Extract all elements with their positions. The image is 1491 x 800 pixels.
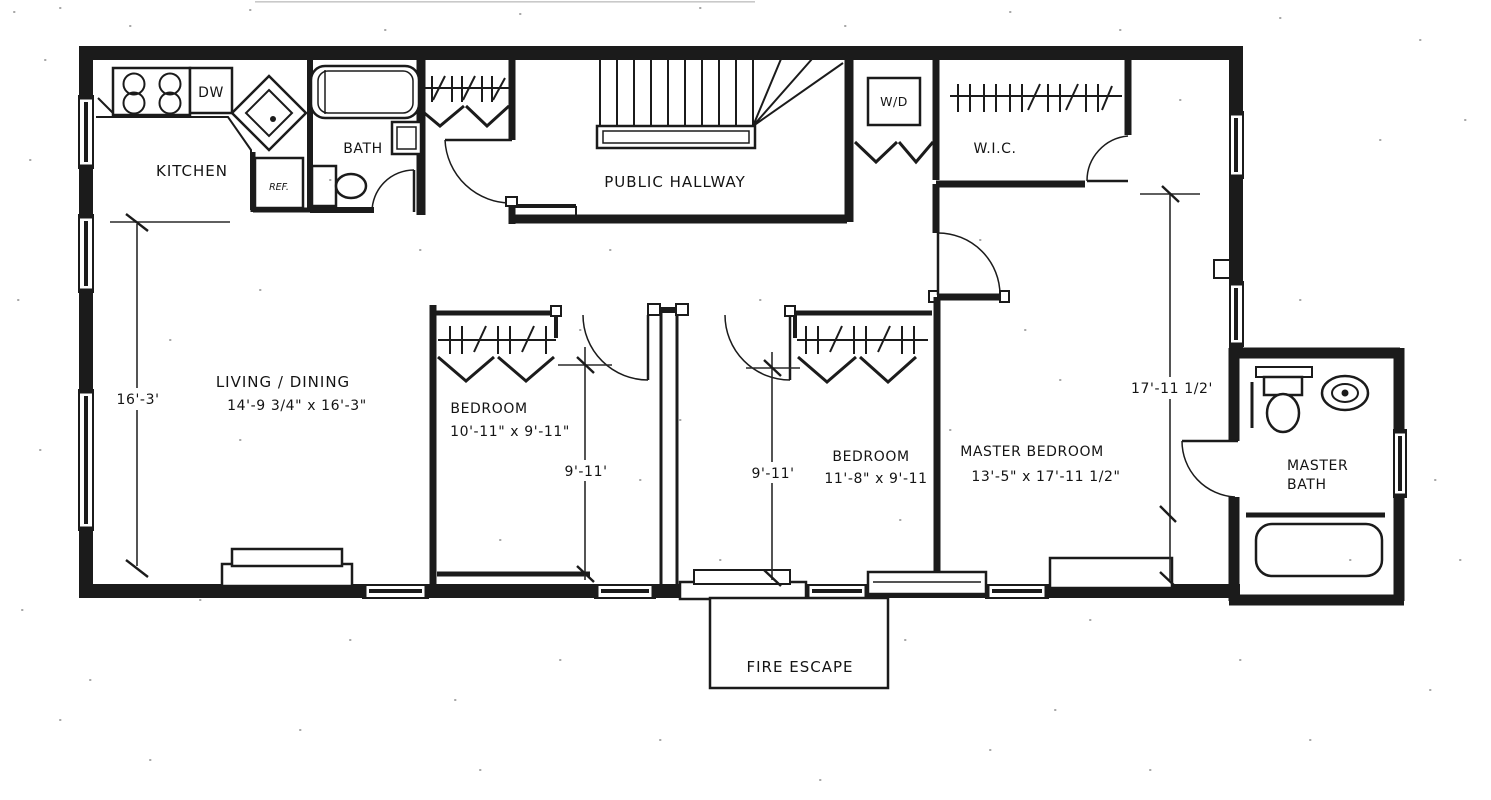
burner [158,91,182,115]
stair-handrail-inner [602,130,750,144]
wic-label: W.I.C. [973,141,1016,157]
burner [122,72,146,96]
doors [371,135,1238,498]
window [594,584,656,599]
bifold-doors [415,104,511,129]
fire-escape-label: FIRE ESCAPE [747,658,854,676]
window [78,214,94,293]
master-bathtub [1254,522,1384,578]
bifold-doors [853,140,935,165]
master-bath-door [1181,439,1238,498]
wic-closet-rod [950,83,1122,112]
kitchen-label: KITCHEN [156,162,228,180]
windows [78,95,1407,599]
window [78,389,94,531]
stair-treads [599,59,754,126]
wall-jamb [999,290,1010,303]
dim-master-bedroom-height: 17'-11 1/2' [1120,185,1224,589]
window [1229,281,1244,347]
burner [158,72,182,96]
dim-living-dining-height: 16'-3' [104,213,230,578]
bifold-doors [797,355,917,385]
wall-jamb [550,305,562,317]
kitchen-fixtures [96,66,308,210]
staircase [595,58,844,150]
radiator-enclosure [1048,556,1174,590]
dim-bedroom-2-label: 9'-11' [751,466,794,482]
wall-bump [1213,259,1231,279]
hangers [957,83,1113,112]
entry-door [444,138,518,207]
window [1229,111,1244,179]
window [362,584,429,599]
washer-dryer-unit [866,76,922,127]
fire-escape-platform [708,596,890,690]
scan-speckle [13,7,1467,781]
wic-door [1086,135,1129,183]
bath-label: BATH [343,141,383,157]
master-bath-label-line-2: BATH [1287,477,1327,493]
bedroom-2-closet [797,325,928,385]
stair-winders [752,58,844,127]
scan-edge-artifact [255,1,755,3]
refrigerator-label: REF. [269,182,289,193]
dishwasher-label: DW [198,85,224,101]
dim-bedroom-1-label: 9'-11' [564,464,607,480]
bathtub [309,64,421,120]
hall-closet [415,75,511,129]
refrigerator [253,156,305,210]
bath-fixtures [309,64,423,208]
bedroom-2-size: 11'-8" x 9'-11 [824,471,927,487]
burner [122,91,146,115]
window [985,584,1049,599]
master-bedroom-door [936,232,1001,296]
bottom-features [220,547,1174,690]
bedroom-2-label: BEDROOM [832,449,909,465]
bifold-doors [437,355,555,383]
stair-handrail [595,124,757,150]
living-room-bay [220,562,354,588]
dim-master-bedroom-label: 17'-11 1/2' [1131,381,1213,397]
toilet [310,164,368,208]
wall-jamb [675,303,689,316]
window [805,584,869,599]
public-hallway-label: PUBLIC HALLWAY [604,173,746,191]
bedroom-1-label: BEDROOM [450,401,527,417]
living-room-bay-step [230,547,344,568]
master-bedroom-size: 13'-5" x 17'-11 1/2" [971,469,1120,485]
window-sill [866,570,988,596]
dimension-lines: 16'-3' 9'-11' 9'-11' 17'-11 1/2' [104,185,1224,589]
living-dining-size: 14'-9 3/4" x 16'-3" [227,398,367,414]
washer-dryer-label: W/D [880,94,908,109]
dim-bedroom-2-height: 9'-11' [743,352,803,587]
master-bedroom-label: MASTER BEDROOM [960,444,1104,460]
hangers [421,75,506,102]
bedroom-1-size: 10'-11" x 9'-11" [450,424,570,440]
vanity-shelf [1255,366,1313,378]
window [78,95,94,169]
round-sink [1320,374,1370,412]
bedroom-1-closet [437,325,556,383]
washer-dryer-closet [853,76,935,165]
closets [415,75,1122,385]
wall-jamb [784,305,796,317]
bedroom-2-door [724,314,792,381]
hangers [805,325,915,354]
toilet [1262,375,1304,434]
hangers [449,325,547,354]
master-bath-fixtures [1250,366,1384,578]
dishwasher [188,66,234,115]
dim-bedroom-1-height: 9'-11' [556,347,616,583]
bath-door [371,169,416,213]
room-labels: KITCHEN BATH DW REF. PUBLIC HALLWAY W/D … [156,85,1348,676]
bedroom-1-door [582,314,650,381]
kitchen-sink [230,74,308,152]
dim-living-dining-label: 16'-3' [116,392,159,408]
window [1393,429,1407,498]
master-bath-label-line-1: MASTER [1287,458,1348,474]
wall-jamb [647,303,661,316]
living-dining-label: LIVING / DINING [216,373,350,391]
